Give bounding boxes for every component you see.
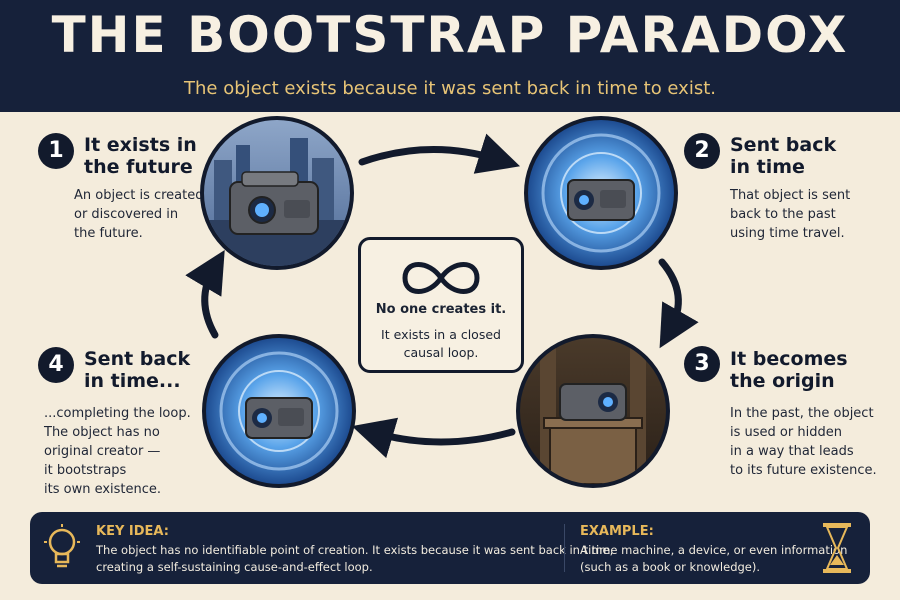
arrow-2-to-3 <box>658 258 699 349</box>
step-2-badge: 2 <box>684 133 720 169</box>
device-icon <box>567 179 635 221</box>
step-3-description: In the past, the object is used or hidde… <box>730 406 877 478</box>
step-3-badge: 3 <box>684 346 720 382</box>
center-description: It exists in a closed causal loop. <box>381 327 501 360</box>
footer-divider <box>564 524 565 572</box>
infinity-icon <box>402 262 480 294</box>
time-portal-icon <box>541 133 661 253</box>
step-1-badge: 1 <box>38 133 74 169</box>
pedestal-icon <box>540 338 646 484</box>
device-icon <box>559 383 627 421</box>
step-1-title: It exists in the future <box>84 134 197 178</box>
future-city-circle <box>200 116 354 270</box>
step-4-title: Sent back in time... <box>84 348 191 392</box>
city-skyline-icon <box>204 138 350 266</box>
footer-banner: KEY IDEA: The object has no identifiable… <box>30 512 870 584</box>
header-banner: THE BOOTSTRAP PARADOX The object exists … <box>0 0 900 112</box>
step-2-description: That object is sent back to the past usi… <box>730 188 851 241</box>
step-4-description: ...completing the loop. The object has n… <box>44 406 191 497</box>
arrow-1-to-2 <box>358 133 521 174</box>
step-4-badge: 4 <box>38 347 74 383</box>
ancient-pedestal-circle <box>516 334 670 488</box>
arrow-3-to-4 <box>351 417 516 459</box>
time-portal-circle-bottom <box>202 334 356 488</box>
key-idea-label: KEY IDEA: <box>96 524 169 539</box>
center-title: No one creates it. <box>375 302 507 317</box>
time-portal-icon <box>219 351 339 471</box>
hourglass-icon <box>823 523 851 573</box>
example-text: A time machine, a device, or even inform… <box>580 543 848 574</box>
time-portal-circle-top <box>524 116 678 270</box>
key-idea-text: The object has no identifiable point of … <box>96 543 614 574</box>
lightbulb-icon <box>44 524 80 568</box>
arrow-4-to-1 <box>185 249 225 339</box>
step-1-description: An object is created or discovered in th… <box>74 188 204 241</box>
example-label: EXAMPLE: <box>580 524 654 539</box>
page-title: THE BOOTSTRAP PARADOX <box>51 6 849 64</box>
step-2-title: Sent back in time <box>730 134 837 178</box>
center-info-box: No one creates it. It exists in a closed… <box>358 237 524 373</box>
step-3-title: It becomes the origin <box>730 348 848 392</box>
device-icon <box>229 171 319 235</box>
device-icon <box>245 397 313 439</box>
page-subtitle: The object exists because it was sent ba… <box>184 78 716 99</box>
